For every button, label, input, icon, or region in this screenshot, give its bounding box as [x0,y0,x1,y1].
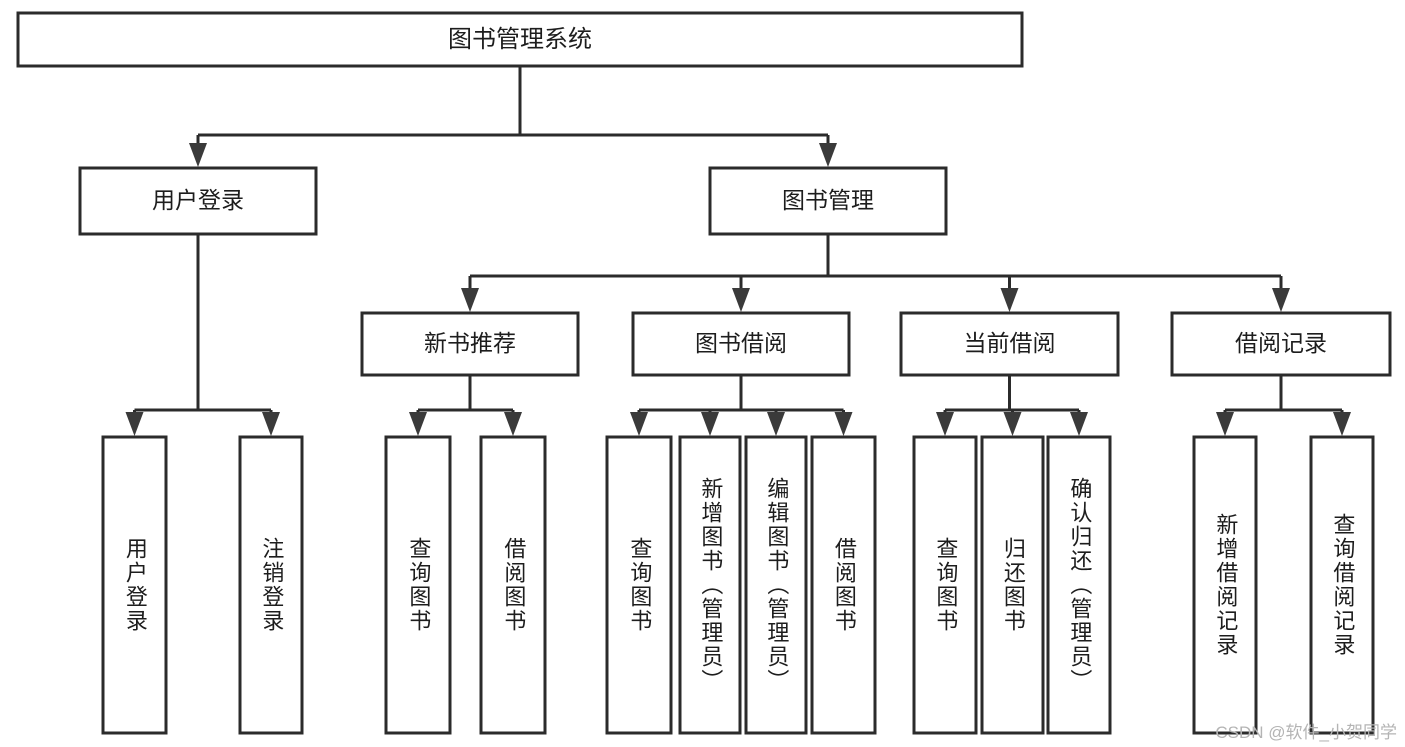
node-leaf-query-book-2[interactable] [605,435,673,735]
node-label-new-book-recommend: 新书推荐 [424,330,516,356]
node-label-borrow-records: 借阅记录 [1235,330,1327,356]
arrow-head-icon [1272,288,1290,312]
node-box-new-book-recommend[interactable] [360,311,580,377]
arrow-head-icon [504,412,522,436]
arrow-head-icon [834,412,853,436]
node-box-leaf-return-book[interactable] [980,435,1045,735]
node-current-borrowing[interactable]: 当前借阅 [899,311,1120,377]
arrow-head-icon [262,412,280,436]
connector-layer [125,66,1351,436]
node-user-login[interactable]: 用户登录 [78,166,318,236]
node-box-leaf-query-book-1[interactable] [384,435,452,735]
arrow-head-icon [125,412,144,436]
node-book-management[interactable]: 图书管理 [708,166,948,236]
arrow-head-icon [1070,412,1088,436]
node-leaf-query-record[interactable] [1309,435,1375,735]
node-box-leaf-borrow-book-2[interactable] [810,435,877,735]
node-box-leaf-query-record[interactable] [1309,435,1375,735]
node-leaf-return-book[interactable] [980,435,1045,735]
node-box-leaf-confirm-return[interactable] [1046,435,1112,735]
node-box-leaf-add-record[interactable] [1192,435,1258,735]
node-leaf-user-login[interactable] [101,435,168,735]
node-box-user-login[interactable] [78,166,318,236]
node-leaf-query-book-1[interactable] [384,435,452,735]
node-book-borrowing[interactable]: 图书借阅 [631,311,851,377]
arrow-head-icon [1216,412,1234,436]
node-label-book-management: 图书管理 [782,187,874,213]
node-label-current-borrowing: 当前借阅 [964,330,1056,356]
node-box-leaf-user-login[interactable] [101,435,168,735]
node-box-leaf-borrow-book-1[interactable] [479,435,547,735]
node-leaf-borrow-book-1[interactable] [479,435,547,735]
node-box-book-management[interactable] [708,166,948,236]
node-leaf-add-record[interactable] [1192,435,1258,735]
node-box-current-borrowing[interactable] [899,311,1120,377]
node-box-borrow-records[interactable] [1170,311,1392,377]
node-leaf-borrow-book-2[interactable] [810,435,877,735]
node-label-root: 图书管理系统 [448,26,592,53]
node-leaf-confirm-return[interactable] [1046,435,1112,735]
node-box-book-borrowing[interactable] [631,311,851,377]
watermark-credit: CSDN @软件_小贺同学 [1215,723,1397,742]
arrow-head-icon [936,412,954,436]
arrow-head-icon [461,288,479,312]
node-box-leaf-query-book-2[interactable] [605,435,673,735]
arrow-head-icon [1333,412,1351,436]
node-new-book-recommend[interactable]: 新书推荐 [360,311,580,377]
node-box-root[interactable] [16,11,1024,68]
arrow-head-icon [767,412,785,436]
node-leaf-edit-book[interactable] [744,435,808,735]
node-label-book-borrowing: 图书借阅 [695,330,787,356]
arrow-head-icon [189,143,207,167]
arrow-head-icon [701,412,719,436]
node-root[interactable]: 图书管理系统 [16,11,1024,68]
arrow-head-icon [1000,288,1019,312]
node-borrow-records[interactable]: 借阅记录 [1170,311,1392,377]
node-box-leaf-add-book[interactable] [678,435,742,735]
node-leaf-add-book[interactable] [678,435,742,735]
node-box-leaf-logout[interactable] [238,435,304,735]
node-label-user-login: 用户登录 [152,187,244,213]
arrow-head-icon [1003,412,1022,436]
arrow-head-icon [409,412,427,436]
arrow-head-icon [819,143,837,167]
node-leaf-query-book-3[interactable] [912,435,978,735]
node-leaf-logout[interactable] [238,435,304,735]
arrow-head-icon [732,288,750,312]
arrow-head-icon [630,412,648,436]
node-box-leaf-edit-book[interactable] [744,435,808,735]
node-box-leaf-query-book-3[interactable] [912,435,978,735]
